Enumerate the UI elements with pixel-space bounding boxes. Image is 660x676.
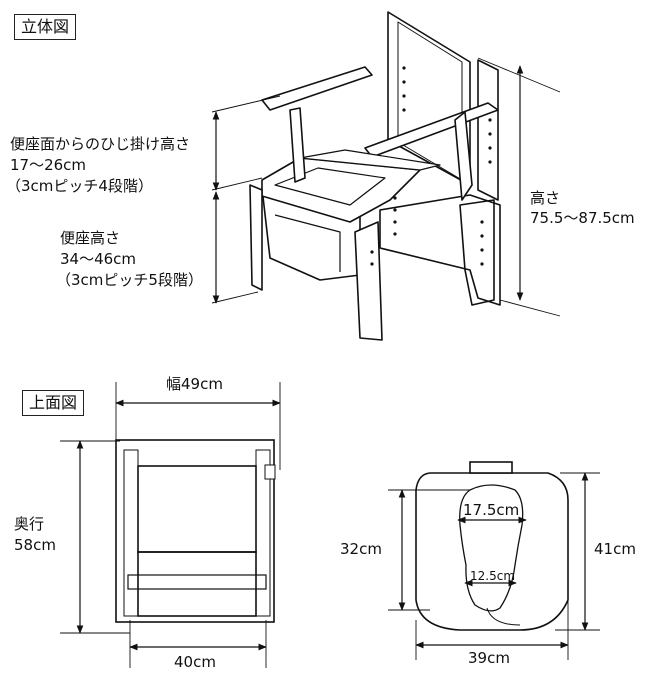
chair-isometric — [249, 11, 501, 341]
seat-height-label: 便座高さ — [60, 229, 121, 247]
iso-dimensions — [211, 57, 561, 317]
armrest-height-steps: （3cmピッチ4段階） — [6, 177, 153, 195]
total-height-range: 75.5〜87.5cm — [530, 209, 635, 227]
width-label: 幅49cm — [166, 375, 223, 393]
iso-view-title: 立体図 — [14, 14, 77, 40]
bottom-width-label: 40cm — [174, 653, 216, 671]
bucket-inner-depth: 32cm — [340, 540, 382, 558]
seat-height-steps: （3cmピッチ5段階） — [56, 271, 203, 289]
top-view-dimensions — [60, 382, 281, 668]
seat-height-range: 34〜46cm — [60, 250, 137, 268]
chair-top-view — [115, 439, 276, 623]
bucket-dimensions — [388, 472, 600, 660]
total-height-label: 高さ — [530, 189, 561, 207]
bucket-outer-width: 39cm — [468, 649, 510, 667]
top-view-title: 上面図 — [22, 390, 85, 416]
bucket-outer-depth: 41cm — [594, 540, 636, 558]
bucket-top-view — [415, 461, 569, 631]
depth-value: 58cm — [14, 536, 56, 554]
hole-bottom-width: 12.5cm — [470, 569, 516, 583]
armrest-height-label: 便座面からのひじ掛け高さ — [10, 135, 191, 153]
depth-label: 奥行 — [14, 515, 45, 533]
hole-top-width: 17.5cm — [463, 501, 520, 519]
armrest-height-range: 17〜26cm — [10, 156, 87, 174]
